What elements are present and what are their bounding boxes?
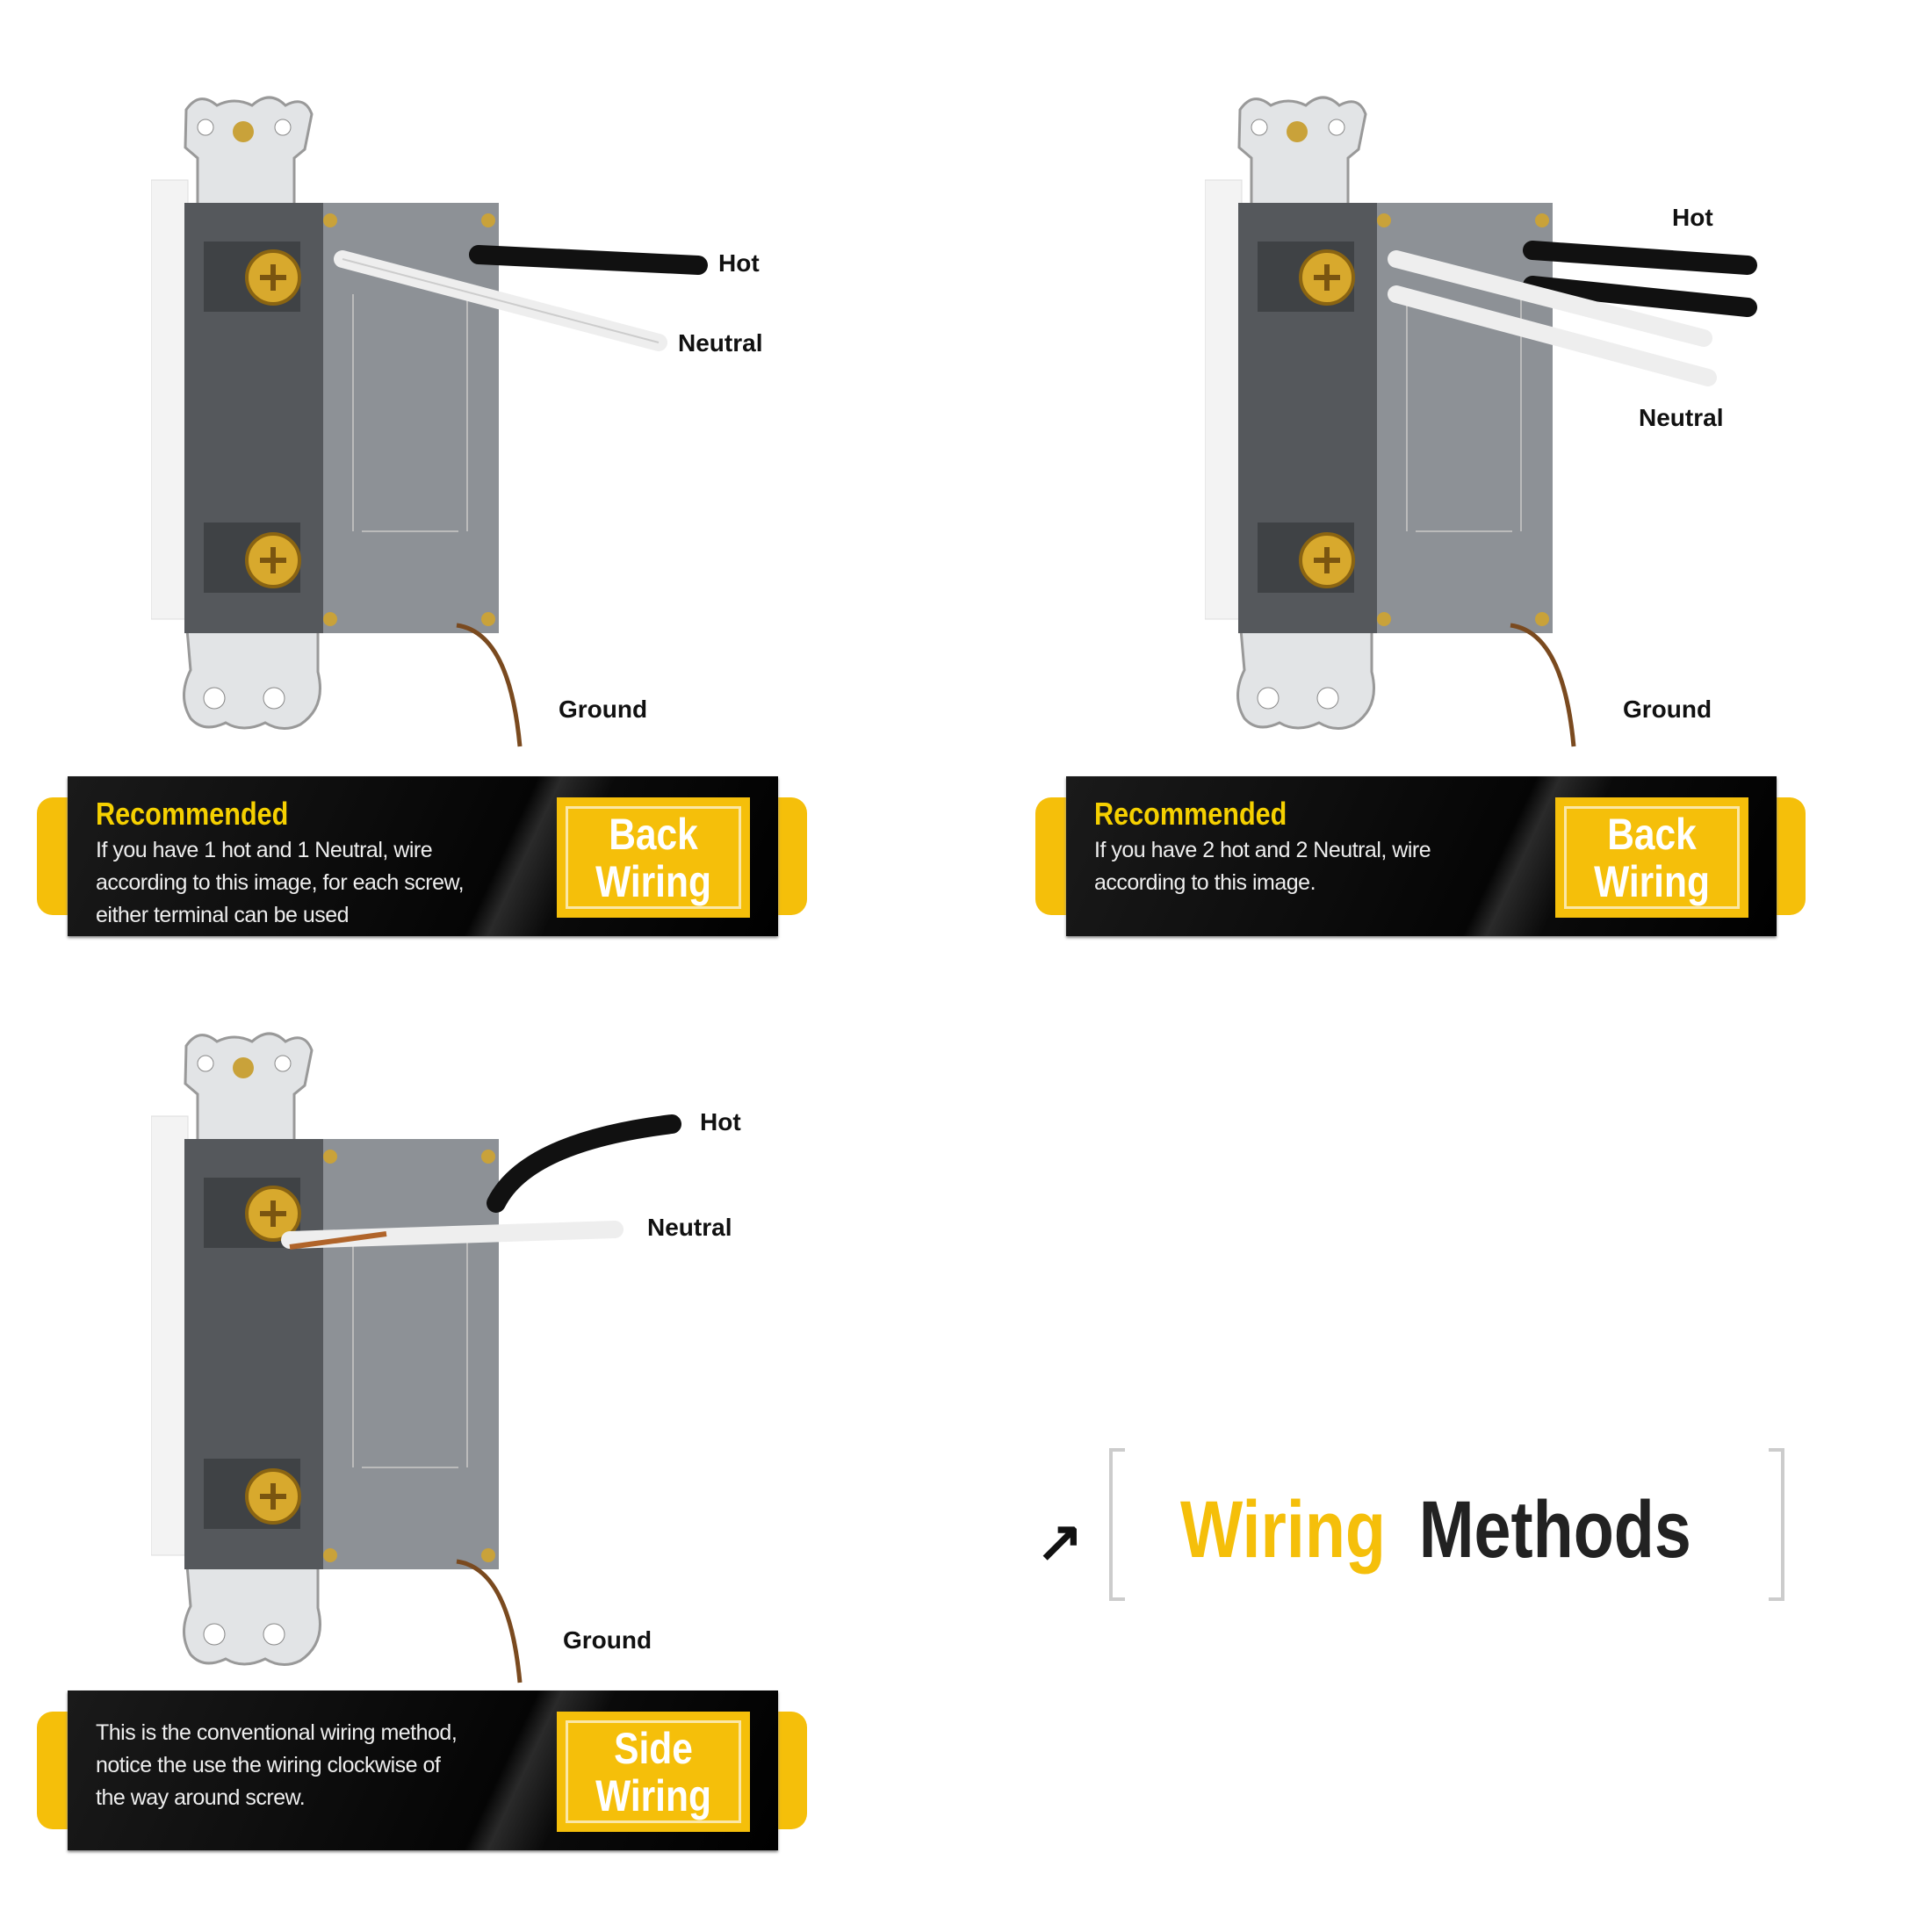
device-panel-2 — [1205, 97, 1757, 747]
device-panel-3 — [151, 1034, 681, 1683]
ground-label: Ground — [1623, 696, 1712, 723]
banner-heading: Recommended — [1094, 796, 1287, 832]
bracket-left — [1109, 1448, 1125, 1601]
banner-side-wiring: This is the conventional wiring method, … — [37, 1690, 807, 1850]
ground-wire — [456, 1559, 523, 1683]
ground-label: Ground — [563, 1626, 652, 1654]
hot-wire-1 — [1523, 241, 1757, 275]
bracket-right — [1769, 1448, 1784, 1601]
banner-description: This is the conventional wiring method, … — [96, 1720, 458, 1810]
banner-back-wiring-2: Recommended If you have 2 hot and 2 Neut… — [1035, 776, 1806, 936]
banner-description: If you have 2 hot and 2 Neutral, wire ac… — [1094, 838, 1431, 895]
hot-label: Hot — [1672, 204, 1713, 231]
hot-wire-2 — [1523, 276, 1757, 317]
device-panel-1 — [151, 97, 708, 747]
neutral-wire-1 — [1388, 250, 1712, 347]
neutral-wire-2 — [1388, 285, 1717, 386]
neutral-label: Neutral — [1639, 404, 1724, 431]
banner-heading: Recommended — [96, 796, 289, 832]
hot-wire — [487, 1114, 681, 1213]
hot-wire — [469, 245, 708, 275]
ground-wire — [1510, 623, 1576, 747]
neutral-label: Neutral — [678, 329, 763, 357]
arrow-up-right-icon: ↗ — [1036, 1510, 1084, 1573]
hot-label: Hot — [700, 1108, 741, 1135]
ground-label: Ground — [559, 696, 648, 723]
banner-description: If you have 1 hot and 1 Neutral, wire ac… — [96, 838, 465, 927]
hot-label: Hot — [718, 249, 760, 277]
neutral-label: Neutral — [647, 1214, 732, 1241]
ground-wire — [456, 623, 523, 747]
banner-back-wiring-1: Recommended If you have 1 hot and 1 Neut… — [37, 776, 807, 936]
